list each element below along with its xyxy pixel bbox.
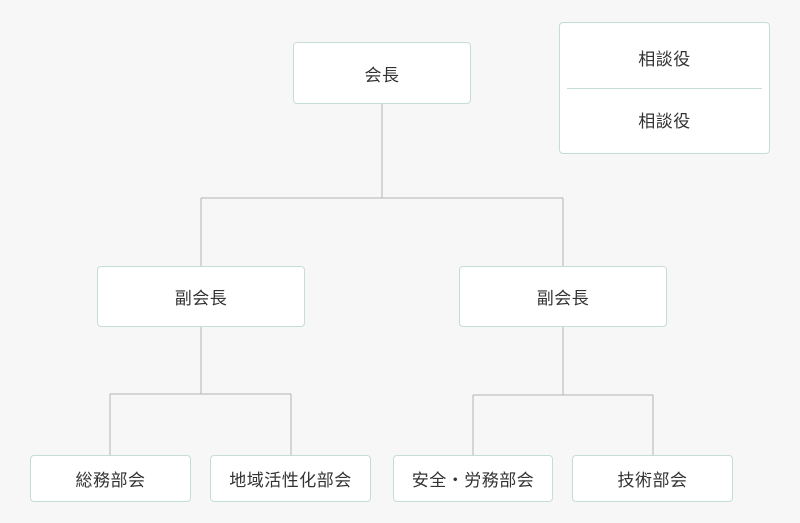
advisor-label: 相談役 xyxy=(638,111,691,132)
dept-technical-box: 技術部会 xyxy=(572,455,733,502)
dept-label: 総務部会 xyxy=(75,471,146,491)
vice-chair-label: 副会長 xyxy=(174,289,228,309)
vice-chair-label: 副会長 xyxy=(536,289,590,309)
advisors-divider xyxy=(567,88,762,89)
dept-label: 技術部会 xyxy=(617,471,688,491)
chairman-label: 会長 xyxy=(364,65,400,86)
dept-safety-labor-box: 安全・労務部会 xyxy=(393,455,553,502)
dept-general-affairs-box: 総務部会 xyxy=(30,455,191,502)
advisor-label: 相談役 xyxy=(638,49,691,70)
dept-regional-revitalization-box: 地域活性化部会 xyxy=(210,455,371,502)
dept-label: 地域活性化部会 xyxy=(229,471,352,491)
advisor-item: 相談役 xyxy=(560,87,769,151)
vice-chair-box-left: 副会長 xyxy=(97,266,305,327)
chairman-box: 会長 xyxy=(293,42,471,104)
dept-label: 安全・労務部会 xyxy=(411,471,535,491)
advisor-item: 相談役 xyxy=(560,25,769,89)
vice-chair-box-right: 副会長 xyxy=(459,266,667,327)
advisors-box: 相談役 相談役 xyxy=(559,22,770,154)
